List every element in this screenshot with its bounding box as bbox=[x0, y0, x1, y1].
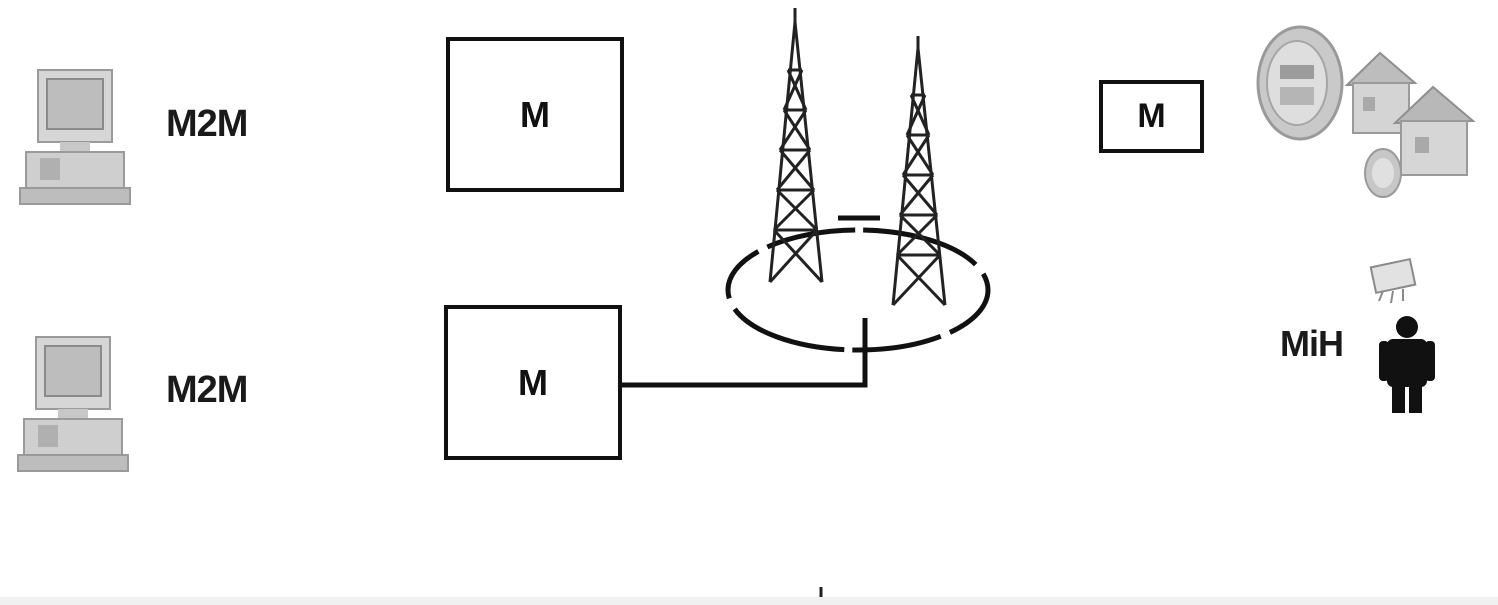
desktop-computer-icon bbox=[19, 69, 131, 205]
mih-label: MiH bbox=[1280, 323, 1344, 364]
m2m-label-top: M2M bbox=[166, 103, 248, 145]
module-label-top: M bbox=[520, 93, 550, 135]
bottom-strip bbox=[0, 597, 1498, 605]
connector-line bbox=[622, 318, 868, 388]
person-with-device-icon bbox=[1369, 257, 1435, 413]
cell-towers-icon bbox=[768, 8, 947, 307]
utility-meters-houses-icon bbox=[1256, 25, 1476, 198]
module-box-bottom: M bbox=[444, 305, 622, 460]
module-box-right: M bbox=[1099, 80, 1204, 153]
module-label-bottom: M bbox=[518, 361, 548, 403]
module-label-right: M bbox=[1137, 97, 1166, 135]
desktop-computer-icon bbox=[17, 336, 129, 472]
network-ring bbox=[725, 227, 991, 353]
m2m-label-bottom: M2M bbox=[166, 369, 248, 411]
module-box-top: M bbox=[446, 37, 624, 192]
